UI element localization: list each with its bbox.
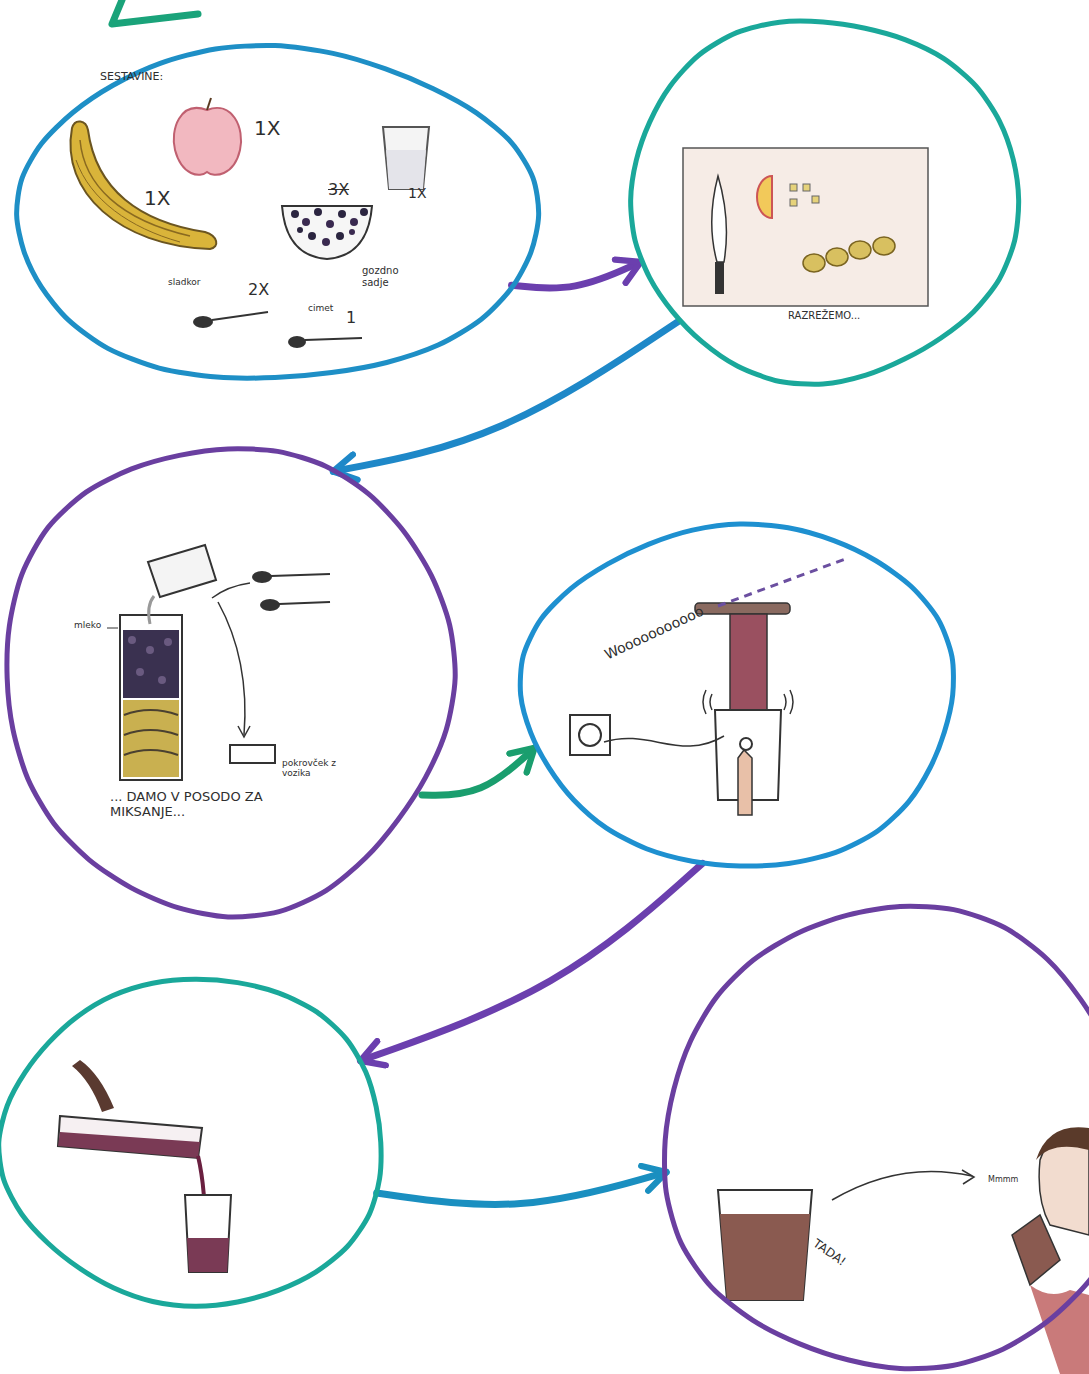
quantity-label: 1X — [408, 185, 427, 201]
text-holder: pokrovček z vozika — [282, 758, 354, 779]
lid-icon — [230, 745, 275, 763]
flow-arrow — [377, 1172, 667, 1204]
text-holder: SESTAVINE: — [100, 71, 163, 84]
flow-arrow — [512, 262, 641, 288]
pointer-arrow — [962, 1170, 974, 1184]
text-holder: 1X — [144, 187, 170, 210]
flow-arrow — [360, 863, 702, 1060]
blender-jar-icon — [120, 615, 182, 780]
ingredient-name: cimet — [308, 303, 333, 313]
socket-icon — [570, 715, 724, 755]
ingredient-name: pokrovček z vozika — [282, 758, 354, 779]
speech-sound: Mmmm — [988, 1175, 1018, 1184]
text-holder: gozdno sadje — [362, 265, 418, 288]
pouring-glass-icon — [148, 545, 216, 624]
text-holder: sladkor — [168, 277, 201, 287]
quantity-label: 1 — [346, 309, 356, 327]
flow-arrow — [333, 321, 679, 471]
step-outline — [0, 975, 390, 1310]
ingredient-name: sladkor — [168, 277, 201, 287]
recipe-step-circle — [0, 975, 390, 1310]
text-holder: 1 — [346, 309, 356, 327]
recipe-step-circle: TADA! Mmmm — [660, 905, 1089, 1374]
pouring-icon — [58, 1060, 231, 1272]
quantity-label: 2X — [248, 281, 269, 299]
ingredients-heading: SESTAVINE: — [100, 71, 163, 84]
cutting-board-icon — [683, 148, 928, 306]
text-holder: ... DAMO V POSODO ZA MIKSANJE... — [110, 790, 288, 820]
step-outline — [0, 440, 456, 916]
leader-line — [107, 628, 118, 629]
text-holder: 1X — [408, 185, 427, 201]
smoothie-glass-icon — [718, 1190, 812, 1300]
text-holder: Wooooooooooo — [602, 603, 706, 663]
quantity-label: 1X — [254, 117, 280, 140]
recipe-step-circle: mleko pokrovček z vozika ... DAMO V POSODO… — [0, 440, 456, 916]
step-outline — [520, 520, 960, 870]
ingredient-name: gozdno sadje — [362, 265, 418, 288]
step-outline — [660, 905, 1089, 1374]
text-holder: RAZREŽEMO... — [788, 310, 860, 322]
step-caption: ... DAMO V POSODO ZA MIKSANJE... — [110, 790, 288, 820]
sound-effect: Wooooooooooo — [602, 603, 706, 663]
text-holder: mleko — [74, 620, 101, 630]
recipe-step-circle: Wooooooooooo — [520, 520, 960, 870]
text-holder: TADA! — [810, 1237, 848, 1269]
exit-arrow — [112, 0, 198, 24]
pointer-arrow — [832, 1171, 972, 1200]
recipe-step-circle: RAZREŽEMO... — [625, 15, 1021, 385]
exclamation: TADA! — [810, 1237, 848, 1269]
blender-icon — [695, 603, 793, 815]
apple-icon — [174, 98, 241, 175]
step-outline — [625, 15, 1021, 385]
spoon-icon — [193, 312, 362, 348]
quantity-label: 3X — [328, 181, 349, 199]
text-holder: Mmmm — [988, 1175, 1018, 1184]
text-holder: 3X — [328, 181, 349, 199]
text-holder: 2X — [248, 281, 269, 299]
milk-glass-icon — [383, 127, 429, 189]
berry-bowl-icon — [282, 206, 372, 259]
spoon-icon — [212, 571, 330, 737]
recipe-step-circle: SESTAVINE: 1X 1X 3X 1X gozdno sadje sladkor 2X c… — [10, 45, 540, 385]
step-caption: RAZREŽEMO... — [788, 310, 860, 322]
step-outline — [10, 45, 540, 385]
ingredient-name: mleko — [74, 620, 101, 630]
sound-trail — [718, 558, 848, 606]
text-holder: 1X — [254, 117, 280, 140]
quantity-label: 1X — [144, 187, 170, 210]
text-holder: cimet — [308, 303, 333, 313]
